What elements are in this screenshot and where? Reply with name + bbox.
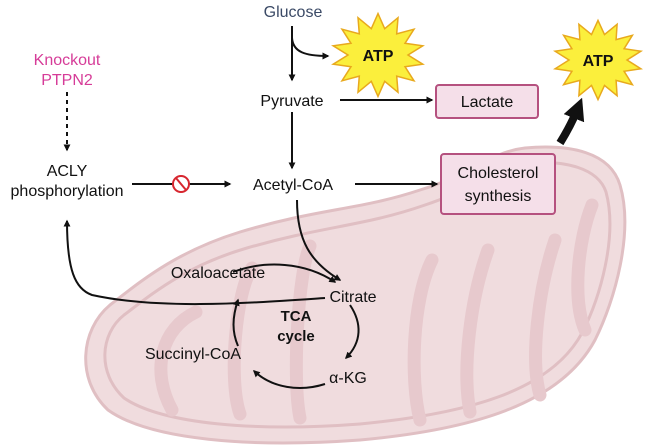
mitochondrion-inner-membrane — [103, 160, 612, 429]
acly-label-line2: phosphorylation — [11, 183, 124, 200]
tca-label-line1: TCA — [281, 308, 312, 325]
tca-label-line2: cycle — [277, 328, 315, 345]
arrow-oxaloacetate-citrate — [232, 263, 337, 283]
citrate-label: Citrate — [329, 289, 376, 306]
cholesterol-label-line1: Cholesterol — [458, 165, 539, 182]
atp-label: ATP — [363, 48, 394, 65]
mitochondrial-cristae — [154, 198, 599, 427]
lactate-label: Lactate — [461, 94, 514, 111]
atp-label: ATP — [583, 53, 614, 70]
akg-label: α-KG — [329, 370, 367, 387]
starburst-icon — [331, 11, 425, 99]
succinylcoa-label: Succinyl-CoA — [145, 346, 241, 363]
cholesterol-label-line2: synthesis — [465, 188, 532, 205]
mitochondrion-outer-membrane — [84, 145, 627, 445]
arrow-akg-succinylcoa — [252, 370, 326, 389]
arrows — [63, 26, 585, 389]
no-entry-sign-icon — [172, 175, 190, 193]
arrow-citrate-acly — [63, 219, 326, 306]
acetylcoa-label: Acetyl-CoA — [253, 177, 333, 194]
lactate-box — [435, 84, 539, 119]
labels: Glucose Pyruvate Lactate Acetyl-CoA Chol… — [11, 4, 539, 387]
atp-starburst-icon: ATP — [331, 11, 425, 99]
atp-starburst-icon: ATP — [552, 18, 644, 102]
arrow-citrate-akg — [345, 304, 360, 359]
oxaloacetate-label: Oxaloacetate — [171, 265, 265, 282]
starburst-icon — [552, 18, 644, 102]
knockout-label-line1: Knockout — [34, 52, 101, 69]
knockout-label-line2: PTPN2 — [41, 72, 93, 89]
arrow-acetylcoa-citrate — [296, 199, 342, 281]
arrow-mito-atp — [556, 97, 585, 146]
acly-label-line1: ACLY — [47, 163, 88, 180]
pyruvate-label: Pyruvate — [260, 93, 323, 110]
arrow-glucose-atp — [291, 37, 330, 60]
cholesterol-box — [440, 153, 556, 215]
glucose-label: Glucose — [264, 4, 323, 21]
mitochondrion — [84, 145, 627, 445]
arrow-succinylcoa-oxaloacetate — [232, 298, 240, 347]
